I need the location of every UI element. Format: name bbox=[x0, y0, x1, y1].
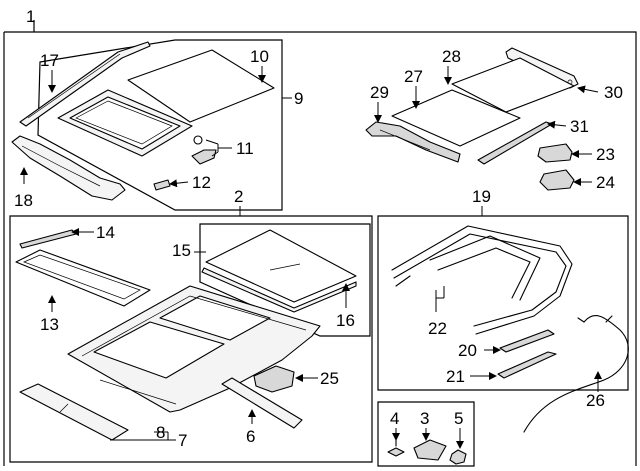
callout-31: 31 bbox=[570, 117, 589, 136]
callout-10: 10 bbox=[250, 47, 269, 66]
motor-24 bbox=[539, 169, 575, 191]
trim-strip-8 bbox=[19, 383, 129, 441]
glass-sub-frame bbox=[199, 223, 371, 337]
callout-14: 14 bbox=[96, 223, 115, 242]
callout-9: 9 bbox=[294, 89, 303, 108]
callout-24: 24 bbox=[596, 173, 615, 192]
nut-5 bbox=[449, 449, 467, 465]
cable-20 bbox=[499, 329, 555, 353]
link-21 bbox=[497, 351, 557, 379]
hardware-group-frame bbox=[377, 401, 475, 467]
callout-17: 17 bbox=[40, 51, 59, 70]
callout-30: 30 bbox=[604, 83, 623, 102]
bracket-11 bbox=[191, 135, 217, 165]
brace-6 bbox=[221, 377, 303, 429]
callout-6: 6 bbox=[246, 427, 255, 446]
glass-seal-frame bbox=[57, 89, 193, 157]
rear-bracket-30 bbox=[505, 47, 579, 89]
callout-5: 5 bbox=[454, 409, 463, 428]
deflector-strip bbox=[19, 41, 151, 127]
bracket-25 bbox=[253, 365, 295, 393]
callout-3: 3 bbox=[420, 409, 429, 428]
callout-7: 7 bbox=[178, 431, 187, 450]
callout-27: 27 bbox=[404, 67, 423, 86]
frame-assembly-group-frame bbox=[377, 206, 629, 391]
sunshade-28 bbox=[451, 57, 575, 113]
callout-29: 29 bbox=[370, 83, 389, 102]
outer-assembly-frame bbox=[3, 20, 637, 466]
callout-20: 20 bbox=[458, 341, 477, 360]
callout-13: 13 bbox=[40, 315, 59, 334]
callout-23: 23 bbox=[596, 145, 615, 164]
callout-19: 19 bbox=[472, 187, 491, 206]
callout-21: 21 bbox=[446, 367, 465, 386]
callout-labels: 1 17 10 9 11 12 18 2 29 27 28 30 31 23 2… bbox=[14, 7, 623, 450]
shade-rail-29 bbox=[365, 121, 461, 163]
glass-16 bbox=[201, 229, 357, 313]
sunshade-27 bbox=[391, 89, 521, 147]
callout-16: 16 bbox=[336, 311, 355, 330]
callout-15: 15 bbox=[172, 241, 191, 260]
clip-12 bbox=[153, 179, 171, 191]
callout-26: 26 bbox=[586, 391, 605, 410]
roof-panel-assembly bbox=[67, 285, 321, 413]
front-trim-panel bbox=[11, 135, 126, 201]
callout-2: 2 bbox=[234, 187, 243, 206]
wind-deflector-14 bbox=[19, 229, 77, 249]
callout-18: 18 bbox=[14, 191, 33, 210]
callout-25: 25 bbox=[320, 369, 339, 388]
callout-22: 22 bbox=[428, 319, 447, 338]
callout-12: 12 bbox=[192, 173, 211, 192]
glass-group-frame bbox=[37, 39, 292, 211]
leader-lines bbox=[20, 66, 602, 449]
callout-1: 1 bbox=[26, 7, 35, 26]
drain-hose-26 bbox=[523, 315, 629, 433]
roof-panel-group-frame bbox=[9, 206, 373, 463]
callout-8: 8 bbox=[156, 423, 165, 442]
glass-panel-13 bbox=[15, 249, 151, 307]
frame-assembly bbox=[391, 225, 573, 335]
callout-28: 28 bbox=[442, 47, 461, 66]
callout-4: 4 bbox=[390, 409, 399, 428]
motor-23 bbox=[537, 143, 573, 163]
fixed-glass-panel bbox=[127, 49, 275, 123]
bolt-4 bbox=[387, 439, 405, 457]
callout-11: 11 bbox=[236, 139, 254, 158]
clip-3 bbox=[413, 439, 447, 461]
